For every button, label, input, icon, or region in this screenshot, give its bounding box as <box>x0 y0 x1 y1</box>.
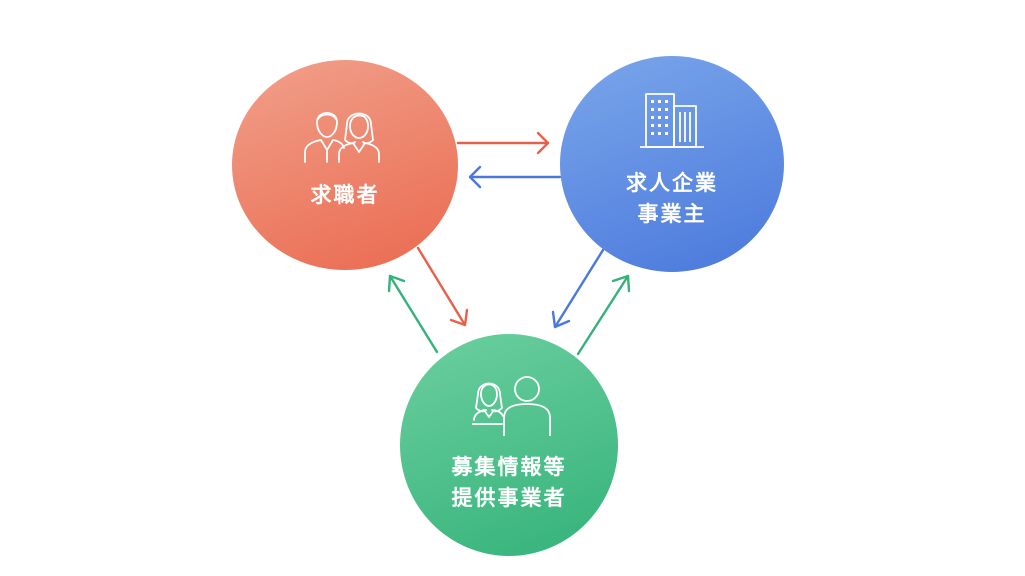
job-seeker-node: 求職者 <box>232 60 458 270</box>
arrow-provider-to-employer <box>576 274 631 356</box>
employer-label-line1: 求人企業 <box>626 171 718 195</box>
arrow-employer-to-seeker <box>468 165 562 189</box>
provider-label-line2: 提供事業者 <box>451 486 567 510</box>
employer-node: 求人企業 事業主 <box>560 56 784 272</box>
arrow-employer-to-provider <box>551 248 605 329</box>
office-building-icon <box>640 93 704 148</box>
arrow-seeker-to-employer <box>456 131 550 155</box>
two-people-icon <box>304 112 380 163</box>
provider-node: 募集情報等 提供事業者 <box>400 334 618 556</box>
employer-label-line2: 事業主 <box>637 202 707 226</box>
job-seeker-label: 求職者 <box>310 183 380 207</box>
provider-label-line1: 募集情報等 <box>451 455 567 479</box>
arrow-provider-to-seeker <box>387 274 439 354</box>
arrow-seeker-to-provider <box>416 246 469 327</box>
counselor-client-icon <box>472 376 551 436</box>
